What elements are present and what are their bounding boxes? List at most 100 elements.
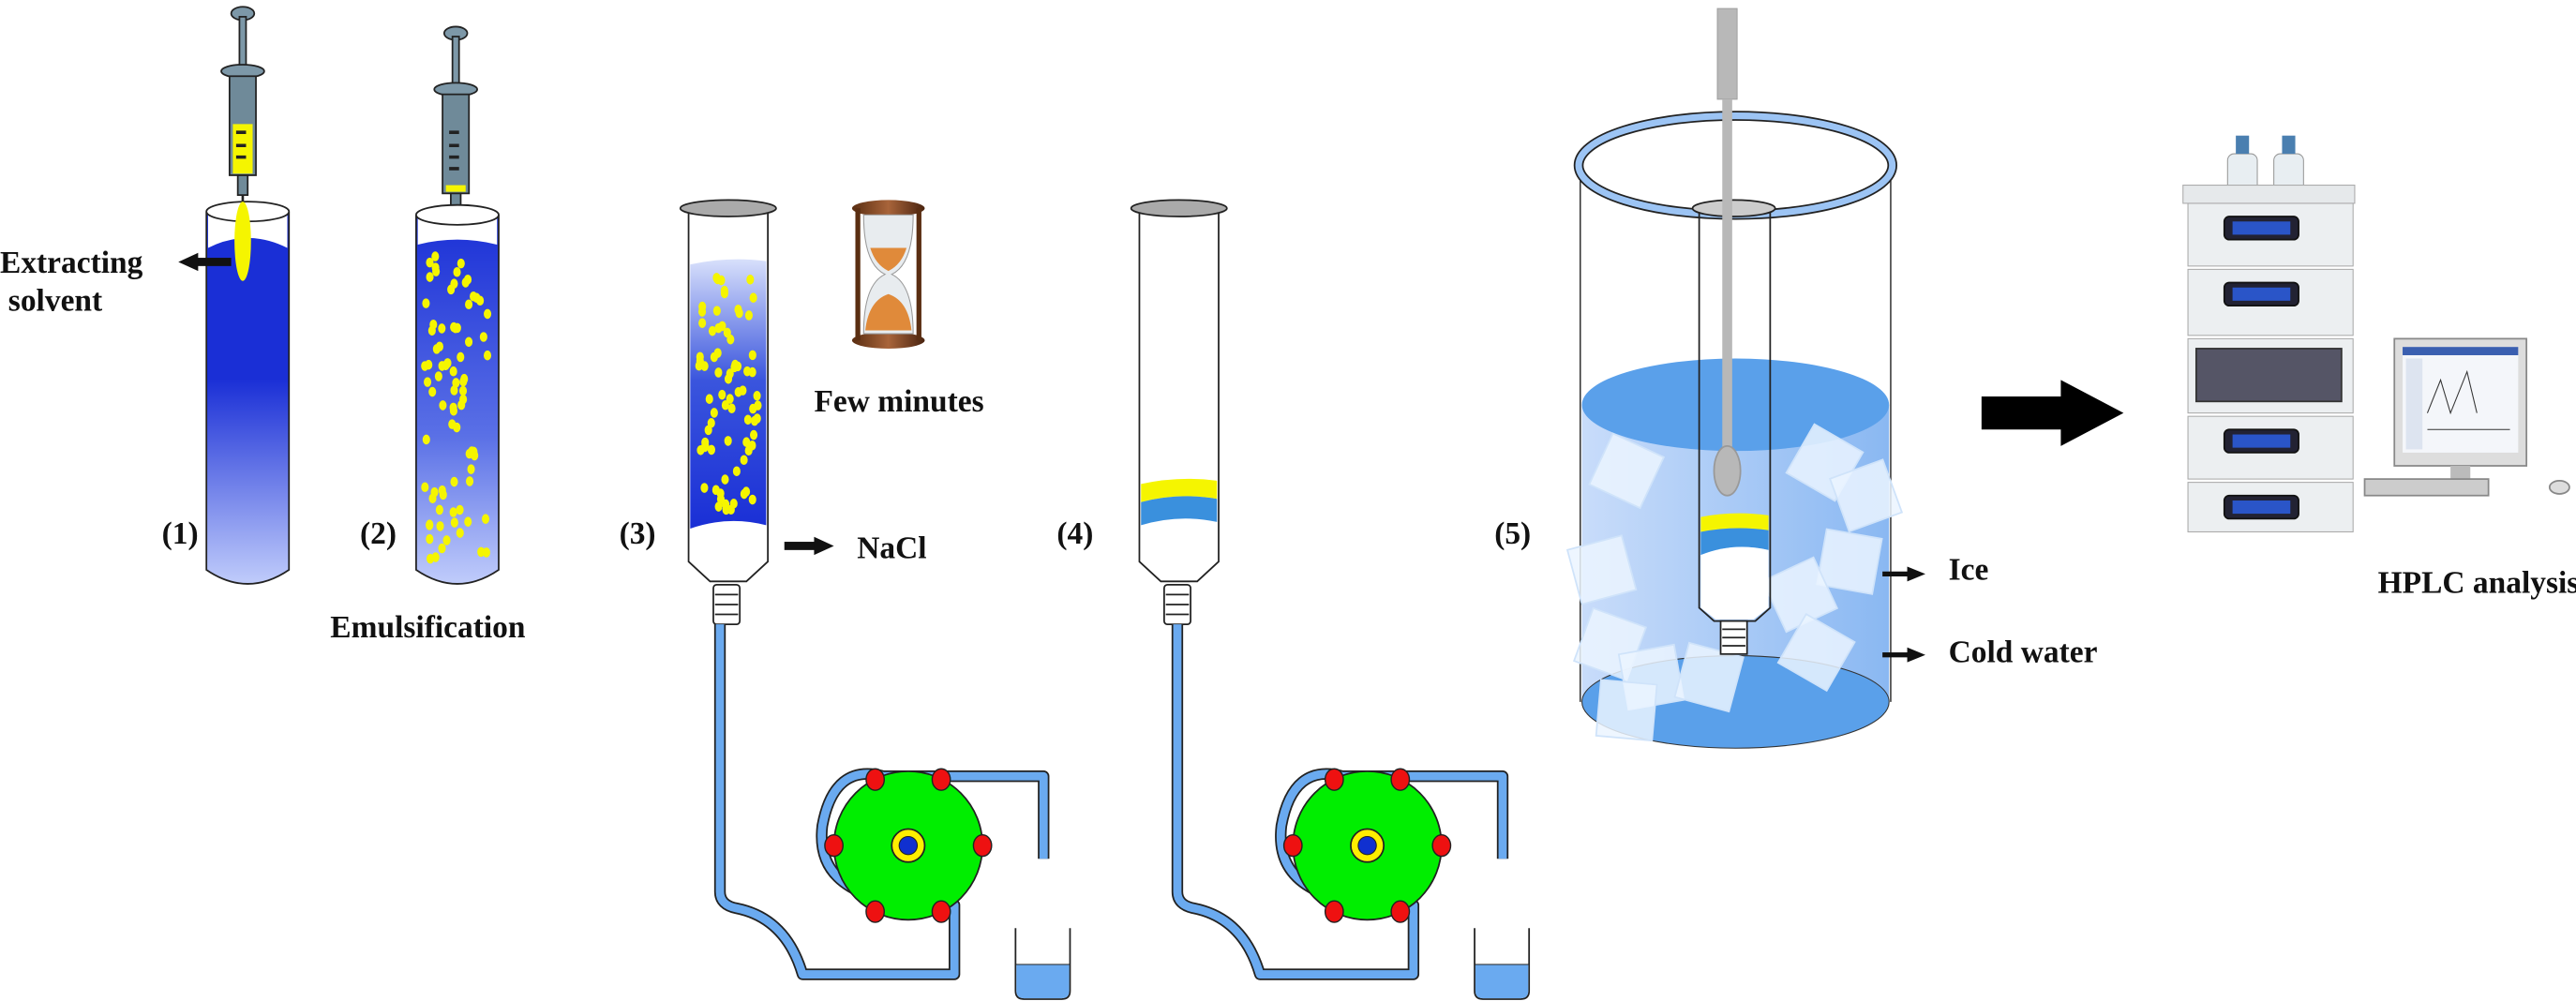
droplet bbox=[479, 332, 487, 342]
settling-droplets bbox=[695, 273, 762, 515]
droplet bbox=[724, 374, 733, 384]
droplet bbox=[465, 299, 473, 310]
column-tube-5 bbox=[1691, 199, 1776, 655]
big-arrow-to-hplc bbox=[1981, 380, 2124, 446]
droplet bbox=[698, 301, 707, 312]
droplet bbox=[698, 318, 707, 328]
ice-cube bbox=[1588, 432, 1666, 510]
peristaltic-pump-2 bbox=[1171, 624, 1531, 1000]
droplet bbox=[700, 483, 709, 493]
label-step-3: (3) bbox=[620, 516, 656, 551]
droplet bbox=[450, 517, 458, 528]
collection-beaker bbox=[1014, 928, 1071, 1000]
ice-cube bbox=[1595, 679, 1658, 742]
hourglass-icon bbox=[851, 200, 925, 349]
droplet bbox=[434, 371, 442, 381]
droplet bbox=[744, 445, 753, 456]
droplet bbox=[714, 367, 723, 378]
tube-2 bbox=[415, 203, 500, 585]
label-ice: Ice bbox=[1949, 553, 1989, 588]
droplet bbox=[449, 402, 457, 413]
droplet bbox=[739, 385, 747, 396]
hplc-instrument bbox=[2182, 135, 2570, 532]
droplet bbox=[724, 436, 732, 446]
droplet bbox=[452, 378, 460, 388]
droplet bbox=[422, 434, 430, 445]
arrow-ice bbox=[1882, 566, 1925, 582]
droplet bbox=[438, 323, 446, 334]
droplet bbox=[708, 325, 717, 336]
droplet bbox=[749, 292, 757, 303]
probe bbox=[1713, 7, 1742, 497]
ice-cube bbox=[1816, 528, 1883, 595]
droplet bbox=[425, 359, 433, 370]
droplet bbox=[721, 399, 729, 411]
droplet bbox=[449, 507, 457, 517]
droplet bbox=[753, 413, 761, 424]
droplet bbox=[722, 504, 730, 515]
droplet bbox=[436, 521, 444, 531]
hplc-module bbox=[2187, 482, 2354, 532]
droplet bbox=[710, 408, 718, 418]
column-tube-3 bbox=[679, 199, 777, 625]
droplet bbox=[450, 476, 458, 487]
ice-cube bbox=[1673, 641, 1745, 713]
pump-roller bbox=[1431, 834, 1452, 858]
droplet bbox=[472, 292, 481, 304]
droplet bbox=[707, 418, 715, 428]
droplet bbox=[714, 322, 723, 334]
droplet bbox=[428, 386, 437, 397]
droplet bbox=[740, 488, 748, 500]
droplet bbox=[451, 322, 459, 334]
droplet bbox=[431, 251, 440, 261]
droplet bbox=[442, 535, 451, 545]
pump-roller bbox=[865, 768, 886, 791]
label-cold-water: Cold water bbox=[1949, 635, 2098, 670]
pump-roller bbox=[1324, 900, 1344, 923]
arrow-extracting-solvent bbox=[178, 252, 232, 272]
ice-cube bbox=[1565, 534, 1638, 605]
label-extracting: Extracting bbox=[0, 246, 143, 280]
droplet bbox=[459, 394, 468, 405]
arrow-nacl bbox=[784, 536, 834, 556]
droplet bbox=[465, 476, 474, 486]
label-emulsification: Emulsification bbox=[330, 610, 526, 645]
droplet bbox=[453, 266, 461, 277]
pump-roller bbox=[931, 900, 951, 923]
droplet bbox=[421, 482, 429, 493]
droplet bbox=[439, 400, 447, 411]
emulsion-droplets bbox=[421, 251, 492, 564]
droplet bbox=[456, 504, 464, 515]
hplc-top-module bbox=[2182, 185, 2356, 204]
collection-beaker bbox=[1474, 928, 1531, 1000]
column-thread-4 bbox=[1163, 583, 1191, 625]
pump-roller bbox=[931, 768, 951, 791]
pump-roller bbox=[1390, 900, 1411, 923]
droplet bbox=[438, 485, 446, 496]
hplc-module bbox=[2187, 415, 2354, 480]
droplet bbox=[743, 366, 752, 377]
beaker-liquid bbox=[1016, 964, 1070, 999]
tube-1 bbox=[205, 201, 291, 585]
droplet bbox=[426, 520, 434, 530]
droplet bbox=[426, 553, 435, 564]
module-screen bbox=[2232, 434, 2291, 448]
droplet bbox=[713, 348, 722, 358]
droplet bbox=[456, 528, 464, 538]
droplet bbox=[735, 307, 743, 319]
droplet bbox=[721, 474, 729, 485]
column-thread-3 bbox=[712, 583, 741, 625]
ice-cubes bbox=[1565, 423, 1904, 742]
module-screen bbox=[2232, 287, 2291, 301]
droplet bbox=[731, 359, 740, 370]
beaker-liquid bbox=[1475, 964, 1529, 999]
column-tube-4 bbox=[1130, 199, 1228, 625]
droplet bbox=[753, 391, 761, 401]
droplet bbox=[448, 419, 457, 429]
label-hplc-analysis: HPLC analysis bbox=[2378, 566, 2576, 601]
mouse bbox=[2548, 479, 2570, 495]
label-few-minutes: Few minutes bbox=[814, 384, 983, 419]
droplet bbox=[749, 403, 757, 414]
pump-roller bbox=[1324, 768, 1344, 791]
droplet bbox=[457, 351, 465, 363]
